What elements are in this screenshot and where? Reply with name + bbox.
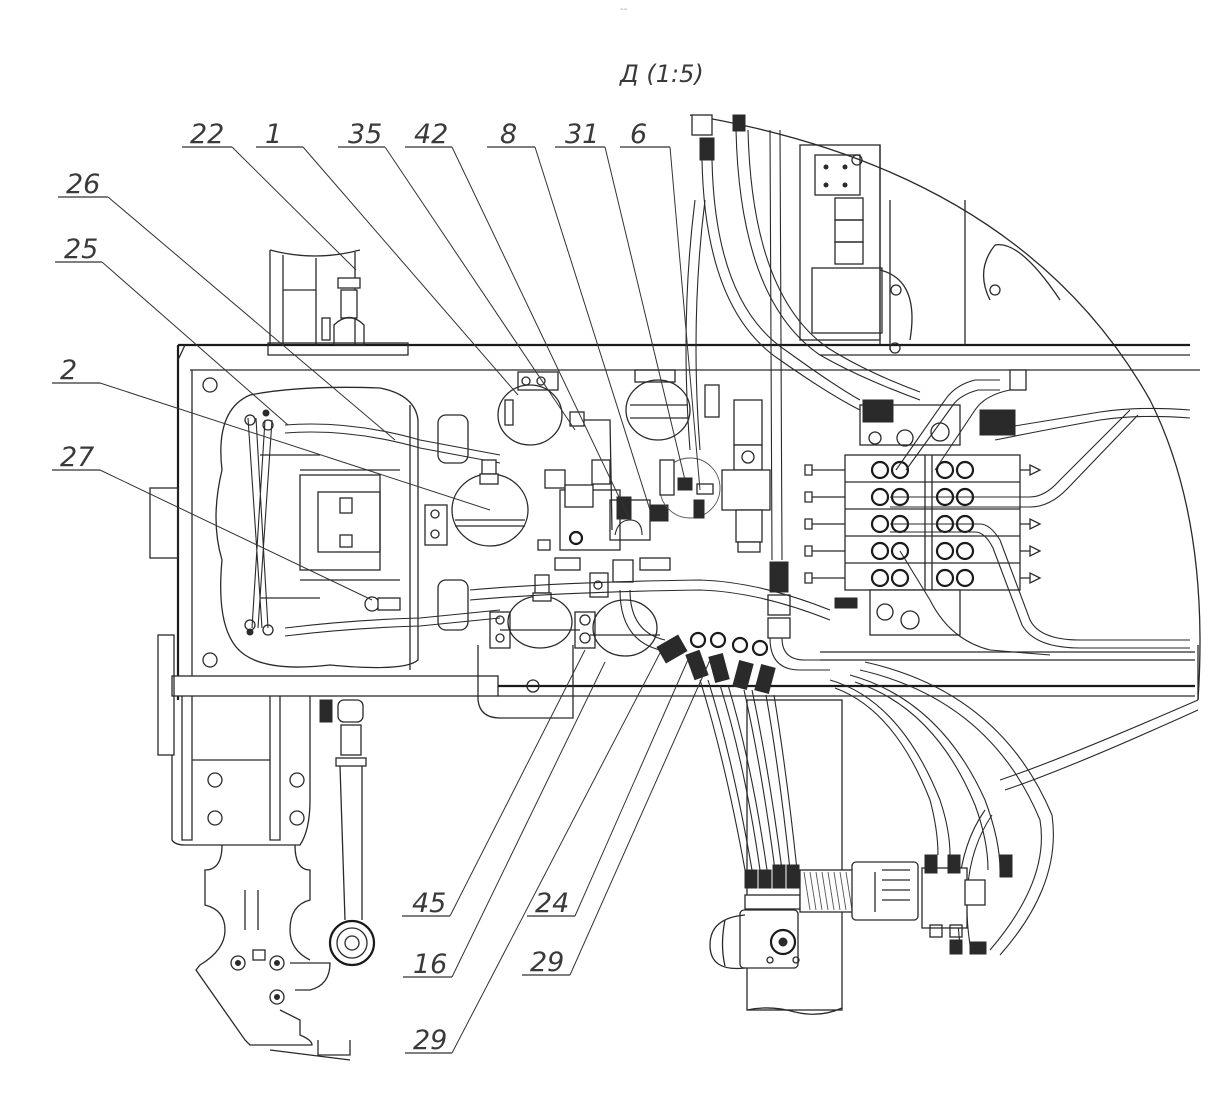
frame-slots <box>437 414 469 631</box>
spool-caps-right <box>1020 463 1042 585</box>
top-mark: -- <box>620 4 628 15</box>
upper-support-column <box>269 249 365 346</box>
callout-2: 2 <box>60 355 77 386</box>
spool-caps-left <box>804 464 845 584</box>
callout-27: 27 <box>60 442 94 473</box>
callout-29-right: 29 <box>530 947 564 978</box>
callout-45: 45 <box>412 888 446 919</box>
callout-42: 42 <box>414 119 448 150</box>
callout-8: 8 <box>500 119 517 150</box>
callout-6: 6 <box>630 119 647 150</box>
view-title: Д (1:5) <box>619 60 704 88</box>
callout-1: 1 <box>265 119 282 150</box>
accumulator-top-right <box>625 369 720 441</box>
detail-boundary-arc <box>689 114 1201 701</box>
manifold-pipes <box>890 369 1191 656</box>
pump-motor-assembly <box>709 699 1013 1015</box>
accumulator-upper <box>497 371 613 531</box>
callout-leaders <box>52 146 711 1054</box>
callout-35: 35 <box>348 119 382 150</box>
callout-22: 22 <box>190 119 224 150</box>
solenoid-valve <box>659 399 771 553</box>
callout-26: 26 <box>66 169 100 200</box>
lower-bracket <box>171 696 351 1061</box>
callout-25: 25 <box>64 234 98 265</box>
callout-16: 16 <box>413 949 447 980</box>
lower-hose-bundle <box>469 561 1199 956</box>
callout-31: 31 <box>565 119 599 150</box>
accumulator-left <box>424 459 529 547</box>
upper-panel <box>799 144 1061 354</box>
hydraulic-cylinder <box>319 699 376 967</box>
inner-cutout <box>215 386 501 670</box>
callout-labels: 22 1 35 42 8 31 6 26 25 2 27 45 16 29 24… <box>60 119 647 1056</box>
callout-24: 24 <box>535 888 569 919</box>
valve-bank <box>804 399 1042 636</box>
callout-29-left: 29 <box>413 1025 447 1056</box>
motor-coil-ribs <box>803 871 853 911</box>
central-valve-block <box>537 459 671 598</box>
